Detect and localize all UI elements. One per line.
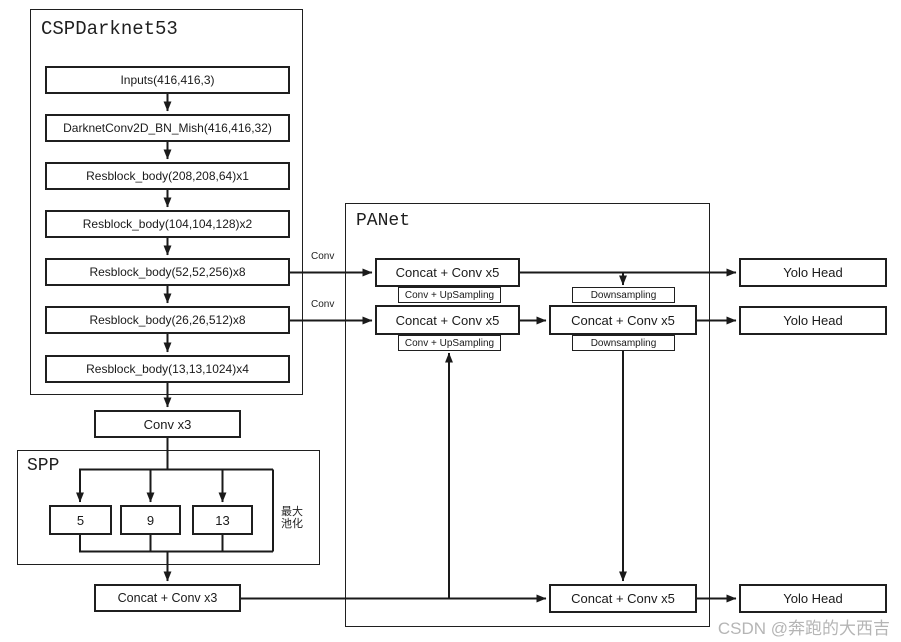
layer-resblock-208: Resblock_body(208,208,64)x1	[45, 162, 290, 190]
spp-frame	[17, 450, 320, 565]
panet-downsampling-2: Downsampling	[572, 335, 675, 351]
layer-resblock-52: Resblock_body(52,52,256)x8	[45, 258, 290, 286]
layer-resblock-26: Resblock_body(26,26,512)x8	[45, 306, 290, 334]
panet-conv-upsampling-2: Conv + UpSampling	[398, 335, 501, 351]
spp-pool-9: 9	[120, 505, 181, 535]
concat-conv-x3-node: Concat + Conv x3	[94, 584, 241, 612]
backbone-title: CSPDarknet53	[41, 18, 178, 40]
yolo-head-p5: Yolo Head	[739, 584, 887, 613]
panet-p5-concat-conv-x5-down: Concat + Conv x5	[549, 584, 697, 613]
spp-maxpool-note-line1: 最大	[281, 506, 303, 518]
layer-resblock-13: Resblock_body(13,13,1024)x4	[45, 355, 290, 383]
panet-frame	[345, 203, 710, 627]
conv-edge-label-bottom: Conv	[311, 299, 335, 310]
spp-title: SPP	[27, 456, 60, 476]
spp-maxpool-note: 最大 池化	[281, 506, 303, 530]
spp-pool-5: 5	[49, 505, 112, 535]
conv-edge-label-top: Conv	[311, 251, 335, 262]
spp-maxpool-note-line2: 池化	[281, 518, 303, 530]
yolo-head-p3: Yolo Head	[739, 258, 887, 287]
panet-downsampling-1: Downsampling	[572, 287, 675, 303]
yolo-head-p4: Yolo Head	[739, 306, 887, 335]
layer-inputs: Inputs(416,416,3)	[45, 66, 290, 94]
conv-x3-node: Conv x3	[94, 410, 241, 438]
panet-conv-upsampling-1: Conv + UpSampling	[398, 287, 501, 303]
layer-darknetconv2d-bn-mish: DarknetConv2D_BN_Mish(416,416,32)	[45, 114, 290, 142]
watermark: CSDN @奔跑的大西吉	[717, 619, 890, 638]
layer-resblock-104: Resblock_body(104,104,128)x2	[45, 210, 290, 238]
spp-pool-13: 13	[192, 505, 253, 535]
panet-title: PANet	[356, 211, 411, 231]
panet-p4-concat-conv-x5-down: Concat + Conv x5	[549, 305, 697, 335]
panet-p3-concat-conv-x5: Concat + Conv x5	[375, 258, 520, 287]
panet-p4-concat-conv-x5: Concat + Conv x5	[375, 305, 520, 335]
